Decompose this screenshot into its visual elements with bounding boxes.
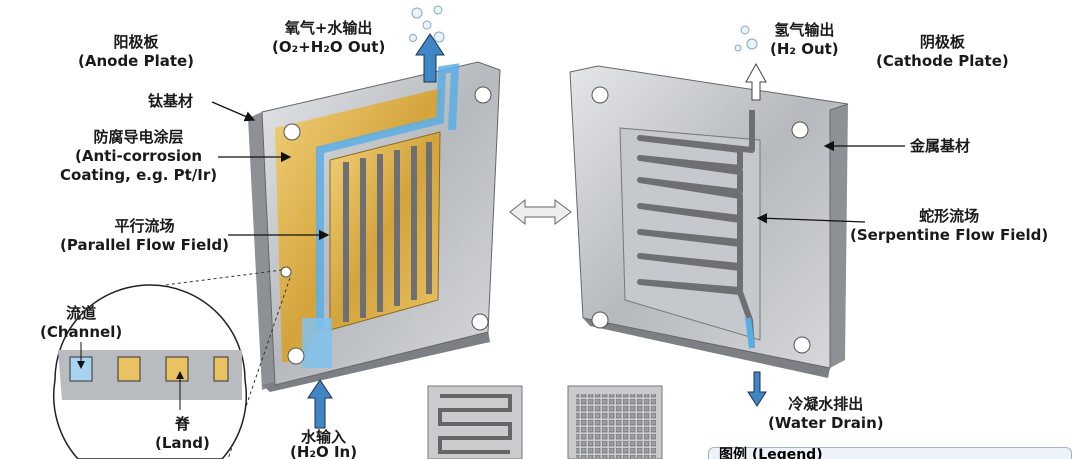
legend-title: 图例 (Legend) [719, 447, 823, 459]
h2-out-arrow [745, 62, 767, 101]
o2-out-arrow [409, 5, 445, 83]
label-serpentine: 蛇形流场(Serpentine Flow Field) [850, 207, 1048, 245]
parallel-zh: 平行流场 [114, 217, 175, 235]
coating-en2: Coating, e.g. Pt/Ir) [60, 166, 218, 184]
coating-zh: 防腐导电涂层 [93, 128, 184, 146]
land-zh: 脊 [174, 415, 190, 433]
h2-out-zh: 氢气输出 [774, 21, 835, 39]
channel-en: (Channel) [40, 323, 123, 341]
land-en: (Land) [155, 434, 210, 452]
channel-magnifier [52, 269, 291, 459]
label-h2-out: 氢气输出(H₂ Out) [770, 21, 839, 59]
anode-plate-zh: 阳极板 [113, 33, 159, 51]
bolt-hole [471, 313, 489, 331]
flow-field-thumbnails [427, 385, 663, 459]
water-in-en: (H₂O In) [290, 443, 358, 459]
drain-en: (Water Drain) [768, 414, 884, 432]
label-drain: 冷凝水排出(Water Drain) [768, 395, 884, 433]
o2-out-en: (O₂+H₂O Out) [272, 38, 386, 56]
water-flow-anode [316, 63, 460, 330]
channel-zh: 流道 [66, 304, 97, 322]
serpentine-channel [637, 110, 755, 349]
h2-out-en: (H₂ Out) [770, 40, 839, 58]
metal-zh: 金属基材 [910, 137, 971, 155]
water-in-zh: 水输入 [301, 428, 347, 446]
double-arrow-icon [509, 198, 572, 226]
label-land: 脊(Land) [155, 415, 210, 453]
cathode-plate-en: (Cathode Plate) [876, 52, 1009, 70]
anode-plate [248, 61, 501, 392]
leader-lines [211, 101, 905, 241]
water-drain-arrow [747, 371, 767, 407]
cathode-plate-zh: 阴极板 [919, 33, 965, 51]
coating-en1: (Anti-corrosion [75, 147, 203, 165]
legend-box: 图例 (Legend) [708, 447, 1072, 459]
label-water-in: 水输入(H₂O In) [290, 430, 357, 459]
bolt-hole [283, 123, 301, 141]
label-channel: 流道(Channel) [40, 304, 122, 342]
titanium-zh: 钛基材 [148, 92, 194, 110]
bolt-hole [474, 86, 492, 104]
parallel-en: (Parallel Flow Field) [60, 236, 229, 254]
label-anode-plate: 阳极板(Anode Plate) [78, 33, 194, 71]
o2-out-zh: 氧气+水输出 [284, 19, 373, 37]
bolt-hole [287, 347, 305, 365]
anode-plate-en: (Anode Plate) [78, 52, 195, 70]
serpentine-zh: 蛇形流场 [919, 207, 980, 225]
drain-zh: 冷凝水排出 [788, 395, 864, 413]
parallel-channels [343, 142, 432, 322]
label-parallel: 平行流场(Parallel Flow Field) [60, 217, 229, 255]
label-cathode-plate: 阴极板(Cathode Plate) [876, 33, 1009, 71]
label-metal: 金属基材 [910, 137, 970, 156]
cathode-plate [569, 65, 849, 378]
label-o2-out: 氧气+水输出(O₂+H₂O Out) [272, 19, 385, 57]
label-titanium: 钛基材 [148, 92, 193, 111]
water-in-arrow [307, 379, 333, 429]
serpentine-en: (Serpentine Flow Field) [850, 226, 1049, 244]
